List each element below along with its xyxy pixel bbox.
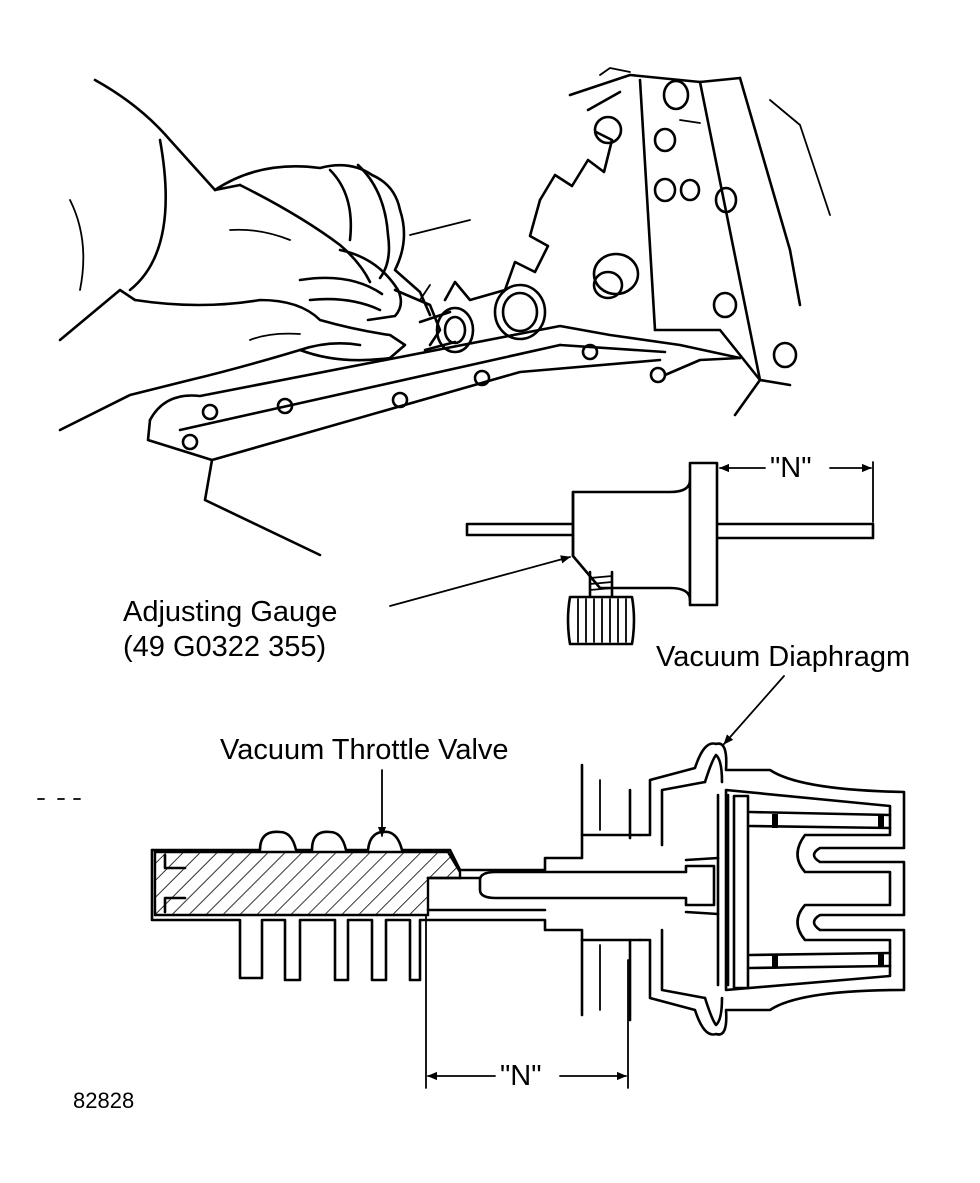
adjusting-gauge-drawing — [465, 461, 875, 646]
dimension-label-gauge: "N" — [770, 452, 812, 484]
vacuum-diaphragm-leader — [723, 675, 785, 745]
adjusting-gauge-leader — [389, 555, 571, 607]
dimension-label-valve: "N" — [500, 1060, 542, 1092]
figure-number: 82828 — [73, 1088, 135, 1113]
adjusting-gauge-part-number: (49 G0322 355) — [123, 631, 327, 663]
vacuum-throttle-valve-label: Vacuum Throttle Valve — [220, 734, 509, 766]
adjusting-gauge-label: Adjusting Gauge — [123, 596, 338, 628]
vacuum-valve-cross-section — [37, 742, 906, 1089]
vacuum-diaphragm-label: Vacuum Diaphragm — [656, 641, 911, 673]
hand-and-transmission-drawing — [58, 67, 831, 557]
